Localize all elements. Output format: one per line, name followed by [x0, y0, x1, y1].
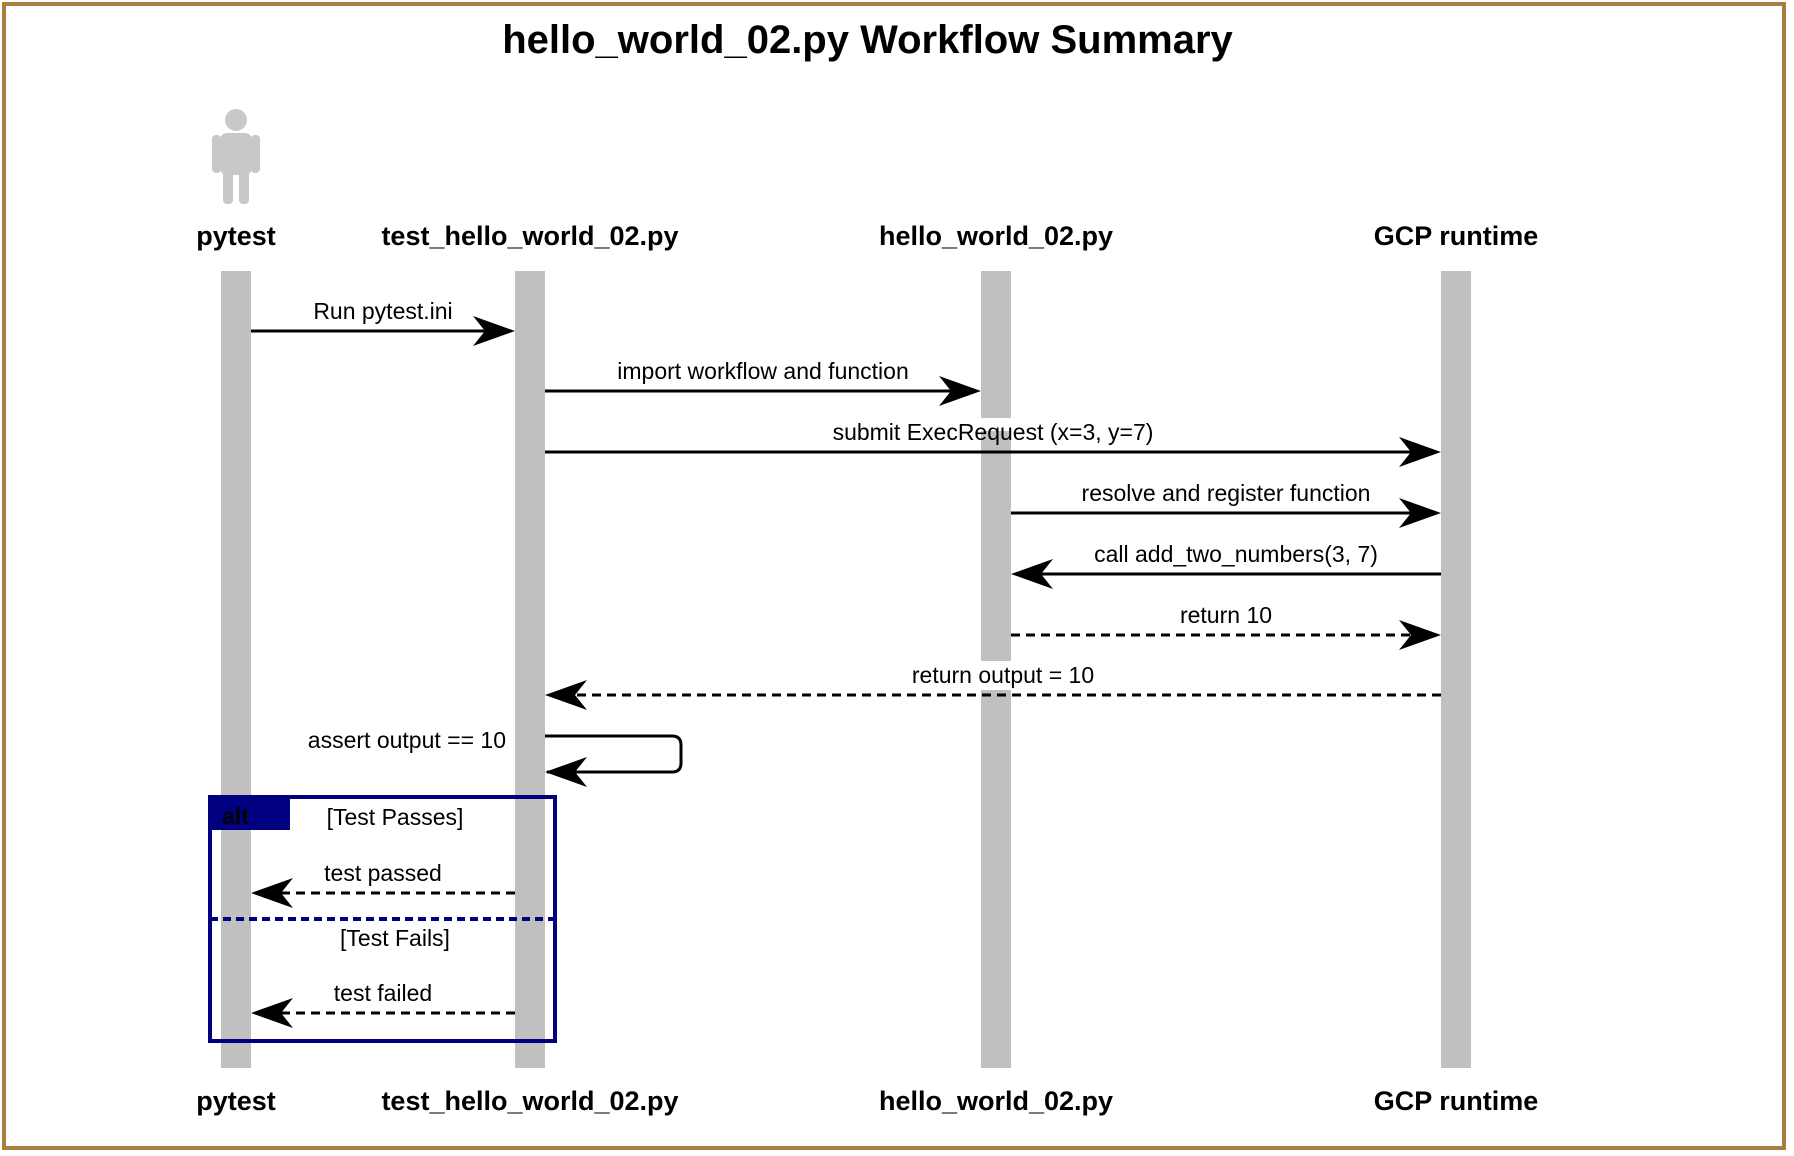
message-label: submit ExecRequest (x=3, y=7) [833, 419, 1154, 445]
actor-icon [212, 135, 221, 173]
arrow-head [473, 316, 515, 346]
message-label: Run pytest.ini [313, 298, 452, 324]
actor-icon [239, 168, 249, 204]
self-message-arrow [545, 734, 683, 774]
message-label: return output = 10 [912, 662, 1094, 688]
participant-label-top: test_hello_world_02.py [381, 221, 678, 251]
lifeline-gcp [1441, 271, 1471, 1068]
message-label: resolve and register function [1082, 480, 1371, 506]
arrow-head [1399, 620, 1441, 650]
alt-fragment-tag [210, 797, 290, 830]
participant-label-bottom: hello_world_02.py [879, 1086, 1113, 1116]
alt-guard-label: [Test Passes] [327, 804, 464, 830]
participant-label-bottom: pytest [196, 1086, 276, 1116]
participant-label-top: GCP runtime [1374, 221, 1539, 251]
arrow-head [939, 376, 981, 406]
alt-guard-label: [Test Fails] [340, 925, 450, 951]
arrow-head [251, 878, 293, 908]
message-label: import workflow and function [617, 358, 908, 384]
arrow-head [1399, 437, 1441, 467]
participant-label-top: pytest [196, 221, 276, 251]
actor-icon [220, 133, 252, 175]
diagram-title: hello_world_02.py Workflow Summary [502, 18, 1233, 62]
participant-label-bottom: GCP runtime [1374, 1086, 1539, 1116]
lifeline-hello [981, 690, 1011, 1068]
arrow-head [545, 680, 587, 710]
arrow-head [1399, 498, 1441, 528]
lifeline-pytest [221, 271, 251, 1068]
actor-icon [225, 109, 247, 131]
participant-label-top: hello_world_02.py [879, 221, 1113, 251]
message-label: return 10 [1180, 602, 1272, 628]
message-label: assert output == 10 [308, 727, 506, 753]
actor-icon [251, 135, 260, 173]
participant-label-bottom: test_hello_world_02.py [381, 1086, 678, 1116]
message-label: test failed [334, 980, 432, 1006]
message-label: test passed [324, 860, 442, 886]
actor-icon [223, 168, 233, 204]
arrow-head [545, 757, 587, 787]
arrow-head [251, 998, 293, 1028]
lifeline-test [515, 271, 545, 1068]
lifeline-hello [981, 271, 1011, 418]
lifeline-hello [981, 431, 1011, 661]
message-label: call add_two_numbers(3, 7) [1094, 541, 1378, 567]
arrow-head [1011, 559, 1053, 589]
alt-fragment-label: alt [222, 803, 249, 829]
